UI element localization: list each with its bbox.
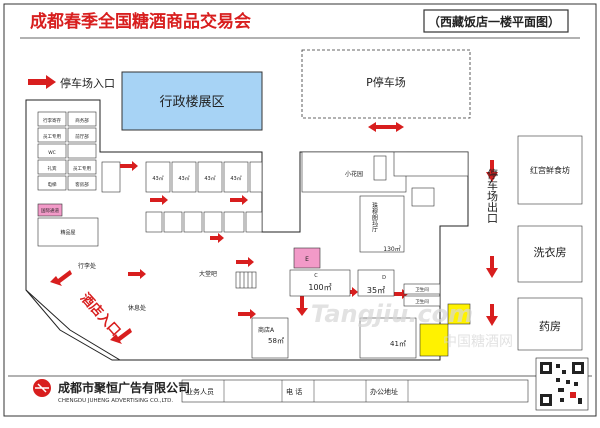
salesperson-label: 业务人员 (186, 387, 214, 396)
company-logo-mark (35, 383, 49, 393)
room-d (357, 269, 395, 297)
hotel-entrance-label: 酒店入口 (77, 290, 124, 339)
room-d-area: 35㎡ (367, 286, 385, 295)
watermark-cn: 中国糖酒网 (443, 334, 513, 350)
admin-building-area (121, 71, 263, 131)
room-41 (359, 317, 417, 359)
small-room-right (411, 187, 435, 207)
west-label-2: 商务部 (75, 117, 89, 124)
parking-entrance-label: 停车场入口 (60, 76, 115, 90)
toilet-1 (403, 283, 441, 295)
office-label: 办公地址 (370, 387, 398, 396)
jingpin-label: 精品屋 (60, 229, 75, 236)
parking-exit-arrow-top (486, 160, 498, 182)
pharmacy-label: 药房 (539, 320, 561, 333)
small-elevator (373, 155, 387, 181)
entrance-curve (25, 289, 120, 361)
page-title: 成都春季全国糖酒商品交易会 (30, 11, 251, 32)
west-label-9: 客房部 (75, 181, 89, 188)
rest-area-label: 休息处 (128, 304, 146, 312)
intl-channel-room (37, 203, 63, 217)
toilet-2 (403, 295, 441, 307)
zhuzhu-hall-area: 130㎡ (383, 245, 400, 253)
p-parking-label: P停车场 (366, 75, 406, 89)
west-wing (37, 111, 99, 247)
room-e (293, 247, 321, 269)
qr-code (535, 357, 589, 411)
yellow-area-2 (447, 303, 471, 325)
west-label-10: 国际通道 (41, 207, 59, 214)
shop-a-area: 58㎡ (268, 337, 284, 345)
parking-entrance-arrow (28, 75, 56, 89)
corridor-arrow-10 (390, 289, 408, 299)
west-label-1: 行李寄存 (43, 117, 61, 124)
hotel-entrance-arrow-1 (50, 270, 72, 286)
admin-building-label: 行政楼展区 (159, 95, 224, 110)
west-label-3: 员工专用 (43, 133, 61, 140)
luggage-label: 行李处 (78, 262, 96, 270)
booth-area-2: 43㎡ (178, 175, 189, 182)
booth-area-1: 43㎡ (152, 175, 163, 182)
laundry-room (517, 225, 583, 283)
corridor-arrow-3 (230, 195, 248, 205)
corridor-arrow-4 (210, 233, 224, 243)
outer-frame (3, 3, 597, 417)
watermark: Tangjiu.com (311, 300, 473, 328)
room-e-label: E (305, 256, 309, 263)
hotel-entrance-arrow-2 (110, 328, 132, 344)
west-label-4: 前厅部 (75, 133, 89, 140)
small-garden-label: 小花园 (345, 170, 363, 178)
room-c-area: 100㎡ (308, 283, 331, 292)
shop-a (251, 317, 289, 359)
parking-exit-arrow-bottom (486, 304, 498, 326)
corridor-arrow-2 (150, 195, 168, 205)
booth-area-3: 43㎡ (204, 175, 215, 182)
lobby-bar-label: 大堂吧 (199, 270, 217, 278)
stairs (235, 271, 257, 289)
west-label-7: 员工专用 (73, 165, 91, 172)
contact-box (181, 379, 529, 403)
corridor-arrow-5 (128, 269, 146, 279)
pharmacy-room (517, 297, 583, 351)
hongsheng-room (517, 135, 583, 205)
parking-exit-arrow-mid (486, 256, 498, 278)
room-41-area: 41㎡ (390, 340, 406, 348)
zhuzhu-hall (359, 195, 405, 253)
corridor-arrow-6 (236, 257, 254, 267)
room-d-label: D (382, 275, 386, 281)
toilet-2-label: 卫生间 (415, 298, 429, 305)
p-parking-arrow (368, 122, 404, 132)
p-parking-area (301, 49, 471, 119)
corridor-arrow-7 (238, 309, 256, 319)
room-c (289, 269, 351, 297)
west-label-6: 礼宾 (48, 165, 57, 172)
small-garden-area (301, 151, 407, 193)
room-c-label: C (314, 273, 318, 279)
booth-rows (101, 161, 263, 233)
phone-label: 电 话 (286, 387, 302, 396)
upper-right-offices (393, 151, 469, 177)
corridor-arrow-9 (296, 296, 308, 316)
company-name-cn: 成都市聚恒广告有限公司 (58, 380, 190, 395)
toilet-1-label: 卫生间 (415, 286, 429, 293)
corridor-arrow-1 (120, 161, 138, 171)
west-label-8: 电梯 (48, 181, 57, 188)
yellow-area-1 (419, 323, 449, 357)
subtitle-box (423, 9, 569, 33)
west-label-5: WC (48, 150, 56, 156)
company-name-en: CHENGDU JUHENG ADVERTISING CO.,LTD. (58, 398, 173, 404)
zhuzhu-hall-label: 珠穆朗玛厅 (371, 201, 378, 232)
hongsheng-label: 红宫鲜食坊 (530, 165, 570, 175)
parking-exit-label: 停车场出口 (486, 167, 499, 223)
shop-a-label: 商店A (258, 326, 275, 334)
laundry-label: 洗衣房 (534, 245, 567, 259)
page-subtitle: （西藏饭店一楼平面图） (428, 14, 560, 29)
booth-area-4: 43㎡ (230, 175, 241, 182)
